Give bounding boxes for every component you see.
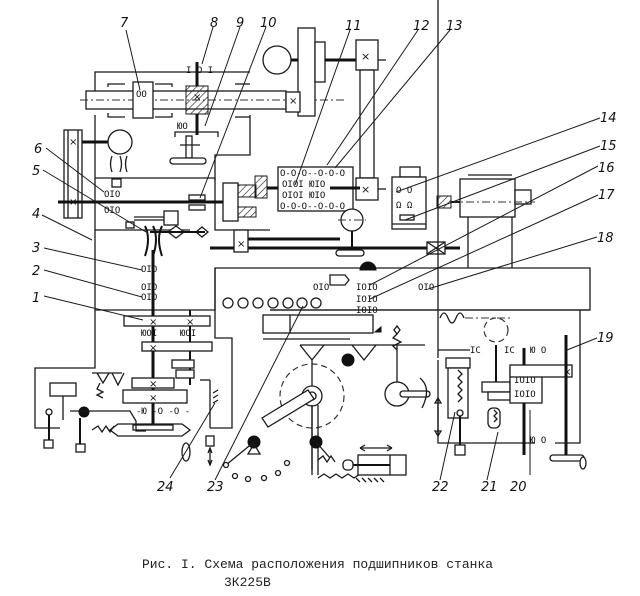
svg-text:Ю О: Ю О <box>530 436 546 446</box>
svg-text:IОIО: IОIО <box>356 306 378 316</box>
callout-14: 14 <box>600 111 617 126</box>
svg-text:×: × <box>149 393 157 404</box>
svg-text:ЮОI: ЮОI <box>141 329 157 339</box>
callout-11: 11 <box>345 19 362 34</box>
callout-13: 13 <box>446 19 463 34</box>
callout-3: 3 <box>32 241 40 256</box>
svg-text:О-О-О--О-О-О: О-О-О--О-О-О <box>280 169 345 179</box>
svg-text:ОIО: ОIО <box>418 283 434 293</box>
svg-text:ОIО: ОIО <box>141 293 157 303</box>
callout-22: 22 <box>432 480 449 495</box>
caption-line-2: 3К225В <box>224 575 271 590</box>
callout-7: 7 <box>120 16 129 31</box>
gearbox-upper: ОIО ОIО О-О-О--О-О-О ОIОI ЮIО ОIОI ЮIО О… <box>104 166 360 239</box>
callout-labels: 7 8 9 10 11 12 13 14 15 16 17 18 19 20 2… <box>32 16 617 495</box>
svg-text:×: × <box>69 137 77 148</box>
machine-housing <box>34 71 591 429</box>
svg-text:IОIО: IОIО <box>356 295 378 305</box>
svg-text:I О I: I О I <box>186 66 213 76</box>
carriage-rail: × <box>210 208 460 257</box>
callout-21: 21 <box>481 480 498 495</box>
svg-text:×: × <box>361 183 370 196</box>
svg-text:ЮОI: ЮОI <box>180 329 196 339</box>
svg-text:IОIО: IОIО <box>514 376 536 386</box>
svg-text:×: × <box>149 379 157 390</box>
callout-6: 6 <box>34 142 42 157</box>
svg-text:Ю О: Ю О <box>530 346 546 356</box>
svg-text:×: × <box>289 96 297 107</box>
svg-text:ЮО: ЮО <box>177 122 188 132</box>
callout-10: 10 <box>260 16 277 31</box>
svg-text:IОIО: IОIО <box>514 390 536 400</box>
svg-text:О О: О О <box>396 186 412 196</box>
svg-text:Ω Ω: Ω Ω <box>396 201 413 211</box>
svg-text:×: × <box>149 343 157 354</box>
callout-8: 8 <box>210 16 218 31</box>
callout-15: 15 <box>600 139 617 154</box>
callout-9: 9 <box>236 16 244 31</box>
rollers <box>222 297 322 309</box>
svg-text:ОО: ОО <box>136 90 147 100</box>
svg-text:×: × <box>193 92 201 103</box>
svg-text:ОIО: ОIО <box>104 206 120 216</box>
motor-left: × × <box>58 129 228 219</box>
svg-text:ОIО: ОIО <box>141 265 157 275</box>
svg-text:О-О-О--О-О-О: О-О-О--О-О-О <box>280 202 345 212</box>
callout-17: 17 <box>598 188 615 203</box>
svg-text:ОIО: ОIО <box>313 283 329 293</box>
callout-24: 24 <box>157 480 174 495</box>
callout-1: 1 <box>32 291 40 306</box>
svg-text:ОIО: ОIО <box>104 190 120 200</box>
svg-text:IC: IC <box>470 346 481 356</box>
svg-text:×: × <box>361 50 370 63</box>
callout-16: 16 <box>598 161 615 176</box>
left-linkage <box>43 372 146 453</box>
svg-text:ОIОI ЮIО: ОIОI ЮIО <box>282 191 325 201</box>
cam-mechanism <box>222 324 431 483</box>
leader-lines <box>41 26 601 481</box>
caption-line-1: Рис. I. Схема расположения подшипников с… <box>142 557 494 572</box>
roller-row: ОIО IОIО IОIО IОIО ОIО <box>222 261 434 340</box>
figure-caption: Рис. I. Схема расположения подшипников с… <box>142 556 493 592</box>
callout-19: 19 <box>597 331 614 346</box>
pulley-belt-assembly: × × × <box>262 27 386 201</box>
svg-text:ОIО: ОIО <box>141 283 157 293</box>
callout-12: 12 <box>413 19 430 34</box>
svg-text:ОIОI ЮIО: ОIОI ЮIО <box>282 180 325 190</box>
callout-4: 4 <box>32 207 40 222</box>
callout-5: 5 <box>32 164 40 179</box>
callout-20: 20 <box>510 480 527 495</box>
callout-23: 23 <box>207 480 224 495</box>
hydraulic-block: IОIО IОIО × Ю О Ю О IC IC <box>433 0 587 470</box>
svg-text:×: × <box>237 239 245 250</box>
svg-text:×: × <box>186 317 194 328</box>
right-block: О О Ω Ω <box>391 166 535 268</box>
svg-text:-Ю -О -О -: -Ю -О -О - <box>136 407 190 417</box>
svg-text:IC: IC <box>504 346 515 356</box>
vertical-spindle: ОIО ОIО ОIО × × ЮОI ЮОI × × × -Ю -О -О - <box>108 225 213 437</box>
callout-18: 18 <box>597 231 614 246</box>
callout-2: 2 <box>32 264 40 279</box>
svg-text:IОIО: IОIО <box>356 283 378 293</box>
svg-text:×: × <box>149 317 157 328</box>
